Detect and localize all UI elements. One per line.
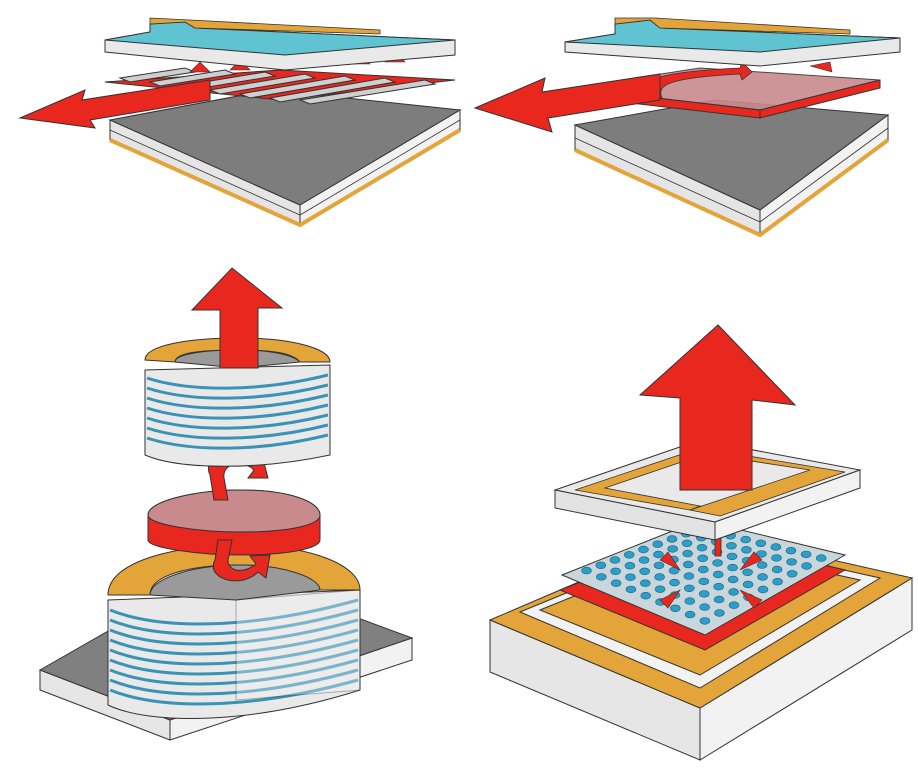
photonic-crystal-hole <box>713 582 725 591</box>
photonic-crystal-hole <box>610 579 622 587</box>
photonic-crystal-hole <box>697 565 709 574</box>
photonic-crystal-hole <box>669 604 681 612</box>
photonic-crystal-hole <box>654 573 665 581</box>
photonic-crystal-hole <box>638 556 650 564</box>
photonic-crystal-hole <box>653 550 664 559</box>
laser-output-arrow <box>18 79 211 129</box>
substrate-block <box>108 89 462 228</box>
photonic-crystal-hole <box>755 539 767 547</box>
photonic-crystal-hole <box>610 567 621 575</box>
laser-output-arrow <box>190 267 284 369</box>
photonic-crystal-hole <box>624 561 636 570</box>
photonic-crystal-hole <box>697 554 709 562</box>
photonic-crystal-hole <box>786 558 797 566</box>
panel-edge-emitter-fabry-perot <box>473 17 901 238</box>
photonic-crystal-hole <box>699 603 710 611</box>
photonic-crystal-hole <box>756 550 767 558</box>
photonic-crystal-hole <box>712 570 724 579</box>
photonic-crystal-hole <box>714 609 725 617</box>
photonic-crystal-hole <box>684 610 696 619</box>
active-region-disc <box>147 489 321 556</box>
photonic-crystal-hole <box>728 588 739 596</box>
feedback-arrow-lower <box>212 539 271 582</box>
top-cladding <box>564 17 901 67</box>
photonic-crystal-hole <box>666 535 678 543</box>
photonic-crystal-hole <box>625 585 637 594</box>
photonic-crystal-hole <box>698 590 710 598</box>
panel-edge-emitter-grating <box>18 17 462 228</box>
photonic-crystal-hole <box>699 617 711 625</box>
photonic-crystal-hole <box>640 591 652 600</box>
bottom-dbr-stack <box>107 544 361 719</box>
photonic-crystal-hole <box>581 566 592 575</box>
photonic-crystal-hole <box>771 554 782 562</box>
photonic-crystal-holes <box>581 524 827 625</box>
photonic-crystal-hole <box>756 561 768 569</box>
photonic-crystal-hole <box>654 585 666 593</box>
panel-vcsel <box>38 267 414 741</box>
photonic-crystal-hole <box>727 575 739 584</box>
photonic-crystal-hole <box>669 578 680 587</box>
photonic-crystal-hole <box>682 549 694 558</box>
photonic-crystal-hole <box>681 539 693 547</box>
photonic-crystal-hole <box>757 585 769 594</box>
photonic-crystal-hole <box>742 580 754 589</box>
photonic-crystal-hole <box>682 560 694 569</box>
laser-output-arrow <box>473 73 661 133</box>
photonic-crystal-hole <box>757 573 768 581</box>
photonic-crystal-hole <box>800 550 812 559</box>
photonic-crystal-hole <box>653 561 665 570</box>
photonic-crystal-hole <box>683 584 695 592</box>
photonic-crystal-hole <box>639 579 651 587</box>
photonic-crystal-hole <box>770 543 782 551</box>
photonic-crystal-hole <box>609 556 621 564</box>
in-plane-feedback-arrows <box>659 551 763 609</box>
photonic-crystal-hole <box>801 562 812 570</box>
substrate-block <box>573 99 890 238</box>
photonic-crystal-hole <box>623 551 635 559</box>
photonic-crystal-hole <box>595 561 607 569</box>
photonic-crystal-hole <box>772 577 783 586</box>
photonic-crystal-hole <box>728 601 740 609</box>
photonic-crystal-hole <box>771 565 783 574</box>
laser-output-arrow <box>638 324 797 491</box>
photonic-crystal-hole <box>712 559 723 567</box>
photonic-crystal-hole <box>727 563 738 572</box>
photonic-crystal-hole <box>741 546 752 554</box>
photonic-crystal-hole <box>698 577 710 586</box>
photonic-crystal-hole <box>683 572 695 580</box>
photonic-crystal-hole <box>638 545 649 554</box>
photonic-crystal-hole <box>726 552 738 561</box>
grating-stripes <box>118 67 437 105</box>
photonic-crystal-hole <box>595 573 607 581</box>
top-cladding <box>104 17 456 71</box>
photonic-crystal-hole <box>740 535 752 544</box>
photonic-crystal-hole <box>625 573 636 581</box>
photonic-crystal-hole <box>742 568 753 576</box>
top-dbr-stack <box>144 337 331 467</box>
photonic-crystal-hole <box>652 540 664 548</box>
panel-photonic-crystal <box>488 324 914 761</box>
photonic-crystal-hole <box>684 597 696 605</box>
photonic-crystal-hole <box>713 595 725 604</box>
photonic-crystal-hole <box>696 543 708 552</box>
photonic-crystal-hole <box>639 567 651 575</box>
photonic-crystal-hole <box>785 546 797 555</box>
photonic-crystal-hole <box>815 554 827 562</box>
photonic-crystal-hole <box>786 570 798 578</box>
photonic-crystal-hole <box>667 545 679 553</box>
photonic-crystal-hole <box>726 542 737 550</box>
